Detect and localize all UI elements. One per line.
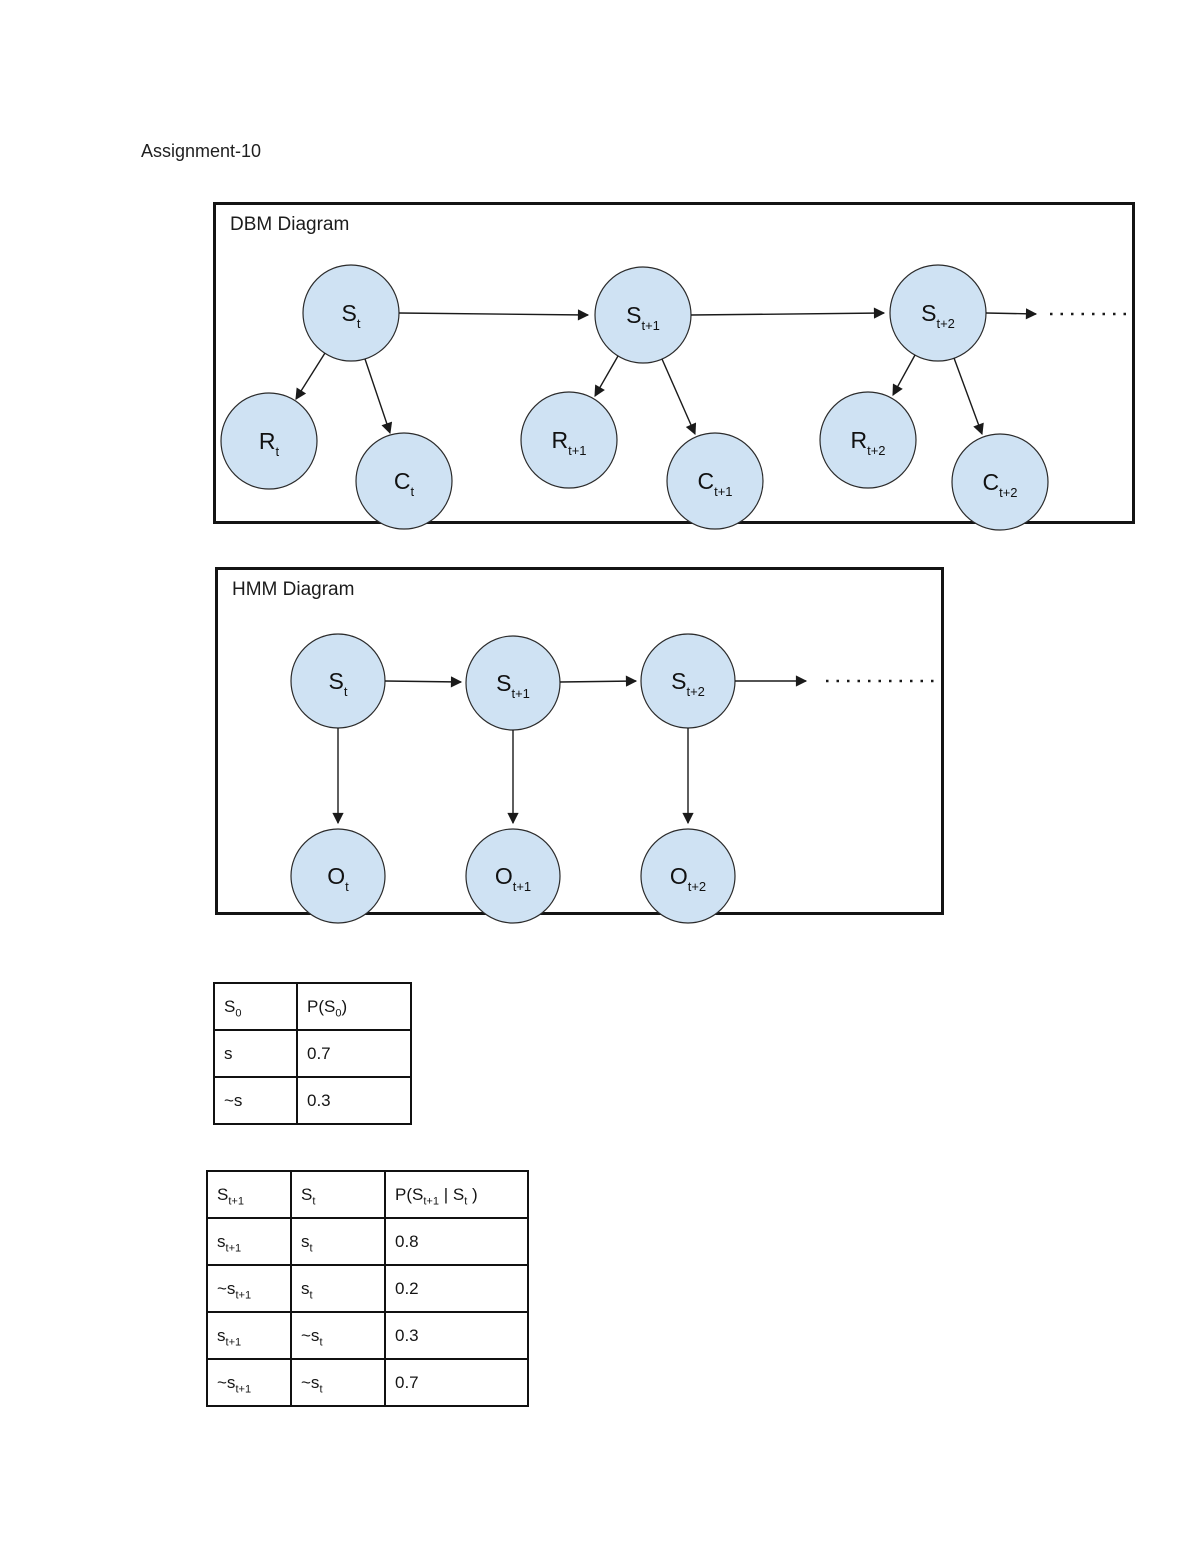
edge-st1-to-st2 [690, 307, 886, 319]
dbm-node-c-t1: Ct+1 [666, 432, 764, 530]
node-label: Ot [327, 863, 349, 894]
node-label: St+1 [626, 302, 660, 333]
table-cell: ~s [213, 1076, 298, 1125]
edge-st2-continuation [985, 308, 1038, 320]
header-cell: P(St+1 | St ) [384, 1170, 529, 1219]
edge-st1-to-rt1 [594, 355, 619, 397]
node-label: St [329, 668, 348, 699]
table-cell: 0.3 [296, 1076, 412, 1125]
table-cell: st [290, 1217, 386, 1266]
table-cell: 0.7 [384, 1358, 529, 1407]
node-circle [520, 391, 618, 489]
table-cell: st+1 [206, 1217, 292, 1266]
node-circle [666, 432, 764, 530]
dbm-node-s-t2: St+2 [889, 264, 987, 362]
header-cell: St [290, 1170, 386, 1219]
node-label: St+2 [921, 300, 955, 331]
node-label: Rt+2 [850, 427, 885, 458]
table-cell: st [290, 1264, 386, 1313]
node-label: St+1 [496, 670, 530, 701]
node-label: Ot+1 [495, 863, 531, 894]
dbm-node-c-t2: Ct+2 [951, 433, 1049, 531]
hmm-node-s-t2: St+2 [640, 633, 736, 729]
node-label: Ot+2 [670, 863, 706, 894]
node-circle [465, 828, 561, 924]
edge-st-to-ct [364, 358, 393, 435]
hmm-node-o-t2: Ot+2 [640, 828, 736, 924]
edge-st2-to-ct2 [953, 357, 984, 436]
page-title: Assignment-10 [141, 141, 262, 161]
node-circle [220, 392, 318, 490]
node-label: Rt [259, 428, 280, 459]
hmm-diagram-title: HMM Diagram [232, 579, 355, 600]
dbm-node-s-t: St [302, 264, 400, 362]
node-label: Ct+2 [982, 469, 1017, 500]
edge-st1-to-st2 [559, 675, 638, 687]
table-cell: ~st [290, 1311, 386, 1360]
dbm-node-r-t1: Rt+1 [520, 391, 618, 489]
dbm-node-s-t1: St+1 [594, 266, 692, 364]
node-circle [465, 635, 561, 731]
header-cell: S0 [213, 982, 298, 1031]
node-label: St [342, 300, 361, 331]
table-cell: s [213, 1029, 298, 1078]
edge-st-to-st1 [384, 676, 463, 688]
header-cell: P(S0) [296, 982, 412, 1031]
node-circle [819, 391, 917, 489]
table-cell: st+1 [206, 1311, 292, 1360]
dbm-diagram-frame: DBM Diagram St St+1 St+2 Rt [213, 202, 1135, 531]
table-cell: 0.3 [384, 1311, 529, 1360]
node-circle [640, 633, 736, 729]
dbm-node-r-t2: Rt+2 [819, 391, 917, 489]
edge-st-to-st1 [398, 309, 590, 321]
hmm-node-o-t: Ot [290, 828, 386, 924]
dbm-node-r-t: Rt [220, 392, 318, 490]
hmm-node-s-t1: St+1 [465, 635, 561, 731]
dbm-diagram-canvas: St St+1 St+2 Rt Ct Rt+1 [220, 264, 1133, 531]
edge-st-to-rt [295, 352, 326, 400]
node-label: Rt+1 [551, 427, 586, 458]
node-circle [951, 433, 1049, 531]
edge-st1-to-ct1 [661, 358, 697, 436]
node-label: Ct+1 [697, 468, 732, 499]
table-cell: 0.8 [384, 1217, 529, 1266]
hmm-node-o-t1: Ot+1 [465, 828, 561, 924]
table-cell: ~st+1 [206, 1264, 292, 1313]
table-cell: 0.7 [296, 1029, 412, 1078]
table-cell: ~st [290, 1358, 386, 1407]
node-circle [290, 828, 386, 924]
node-circle [355, 432, 453, 530]
hmm-diagram-canvas: St St+1 St+2 Ot Ot+1 Ot+2 [290, 633, 940, 924]
node-label: St+2 [671, 668, 705, 699]
hmm-diagram-frame: HMM Diagram St St+1 St+2 Ot Ot+1 [215, 567, 944, 924]
node-circle [594, 266, 692, 364]
dbm-diagram-title: DBM Diagram [230, 214, 350, 235]
hmm-node-s-t: St [290, 633, 386, 729]
table-cell: ~st+1 [206, 1358, 292, 1407]
node-label: Ct [394, 468, 415, 499]
table-cell: 0.2 [384, 1264, 529, 1313]
node-circle [889, 264, 987, 362]
dbm-node-c-t: Ct [355, 432, 453, 530]
header-cell: St+1 [206, 1170, 292, 1219]
node-circle [640, 828, 736, 924]
edge-st2-to-rt2 [892, 354, 916, 396]
